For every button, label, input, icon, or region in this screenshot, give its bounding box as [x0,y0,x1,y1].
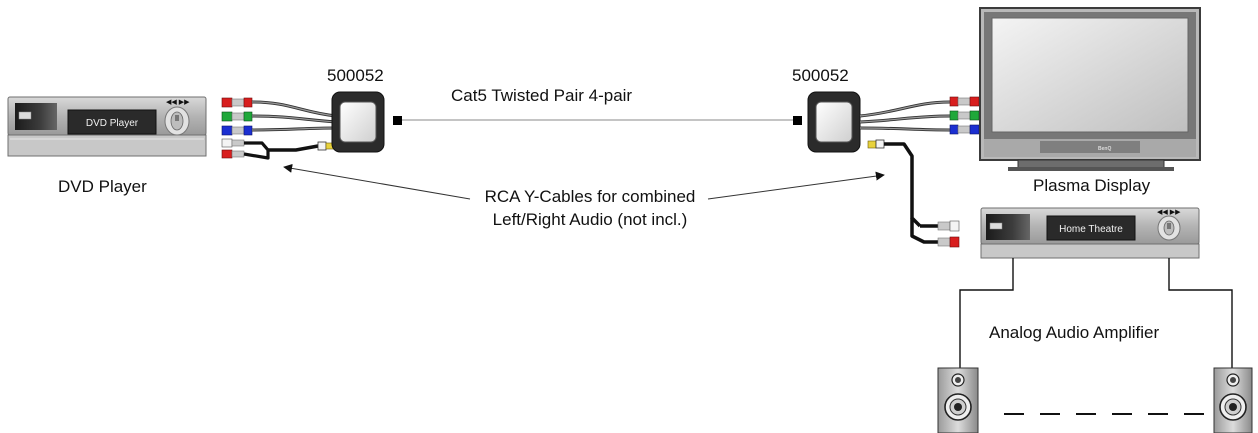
right-balun [793,91,861,153]
home-theatre-rca-plugs [937,220,960,248]
right-balun-model: 500052 [792,66,849,85]
svg-text:◀◀ ▶▶: ◀◀ ▶▶ [1157,209,1181,216]
dvd-player-screen-text: DVD Player [86,118,139,129]
plasma-display-brand: BenQ [1098,146,1111,152]
left-balun-rj45-port [393,116,402,125]
dvd-player-caption: DVD Player [58,177,147,196]
right-speaker [1213,367,1253,433]
home-theatre-audio-y-cable [867,139,938,244]
home-theatre-receiver: Home Theatre ◀◀ ▶▶ [980,207,1200,259]
rca-note-line1: RCA Y-Cables for combined [485,187,696,206]
note-arrow-right [707,171,885,200]
plasma-display-caption: Plasma Display [1033,176,1151,195]
speaker-wires [959,258,1233,415]
rca-note-line2: Left/Right Audio (not incl.) [493,210,688,229]
display-video-cables [859,100,951,132]
amplifier-caption: Analog Audio Amplifier [989,323,1159,342]
dvd-video-cables [251,100,337,132]
note-arrow-left [283,163,471,200]
dvd-player-jog-dial: ◀◀ ▶▶ [164,99,190,136]
home-theatre-jog-dial: ◀◀ ▶▶ [1157,209,1181,241]
left-speaker [937,367,979,433]
dvd-audio-y-cable [243,141,335,160]
dvd-player: DVD Player ◀◀ ▶▶ [7,96,207,157]
left-balun-model: 500052 [327,66,384,85]
home-theatre-screen-text: Home Theatre [1059,224,1123,235]
cat5-cable-label: Cat5 Twisted Pair 4-pair [451,86,632,105]
plasma-display: BenQ [979,7,1201,171]
dvd-rca-plugs [221,97,253,159]
left-balun [331,91,402,153]
right-balun-rj45-port [793,116,802,125]
svg-text:◀◀ ▶▶: ◀◀ ▶▶ [166,99,190,106]
display-rca-plugs [949,96,980,135]
